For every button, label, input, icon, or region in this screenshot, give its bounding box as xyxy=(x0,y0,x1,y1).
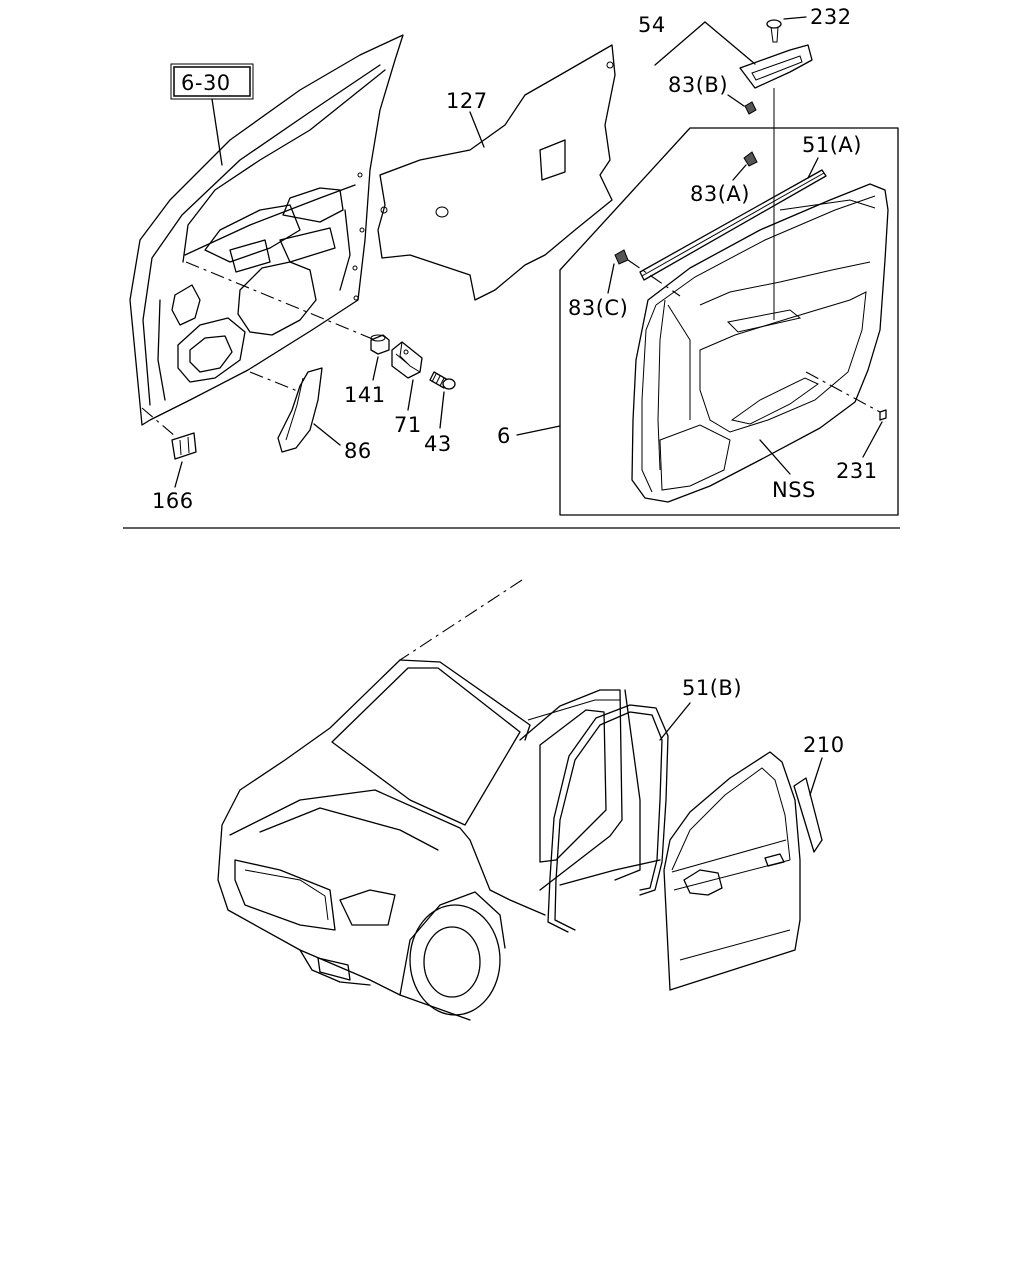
label-51b: 51(B) xyxy=(682,676,742,700)
part-83b-clip: 83(B) xyxy=(668,73,757,115)
part-51b-weatherstrip: 51(B) xyxy=(547,676,742,933)
part-71-bracket: 71 xyxy=(391,341,423,437)
label-43: 43 xyxy=(424,432,452,456)
label-232: 232 xyxy=(810,5,852,29)
label-231: 231 xyxy=(836,459,878,483)
leader-86 xyxy=(249,371,301,393)
part-141-stopper: 141 xyxy=(344,334,390,407)
label-86: 86 xyxy=(344,439,372,463)
label-210: 210 xyxy=(803,733,845,757)
label-83c: 83(C) xyxy=(568,296,628,320)
part-43-bolt: 43 xyxy=(424,371,456,456)
part-127-watershield: 127 xyxy=(377,44,616,301)
door-inner-panel xyxy=(129,34,404,426)
part-54-handle-bezel: 54 xyxy=(638,13,813,89)
label-nss: NSS xyxy=(772,478,816,502)
reference-box-6-30: 6-30 xyxy=(170,63,254,166)
leader-141 xyxy=(185,261,376,341)
part-166-pad: 166 xyxy=(152,432,197,513)
label-71: 71 xyxy=(394,413,422,437)
label-83a: 83(A) xyxy=(690,182,750,206)
label-6-30: 6-30 xyxy=(181,71,231,95)
part-232-screw: 232 xyxy=(766,5,852,43)
vehicle-outline xyxy=(217,579,661,1021)
label-127: 127 xyxy=(446,89,488,113)
label-83b: 83(B) xyxy=(668,73,728,97)
label-166: 166 xyxy=(152,489,194,513)
label-6: 6 xyxy=(497,424,511,448)
leader-166 xyxy=(141,407,176,437)
part-86-cover: 86 xyxy=(277,367,372,463)
part-210-garnish: 210 xyxy=(793,733,845,853)
front-door xyxy=(663,751,801,991)
inset-door-trim: 6 51(A) 83(A) 83(C) 231 NSS xyxy=(497,127,899,516)
label-51a: 51(A) xyxy=(802,133,862,157)
label-54: 54 xyxy=(638,13,666,37)
label-141: 141 xyxy=(344,383,386,407)
